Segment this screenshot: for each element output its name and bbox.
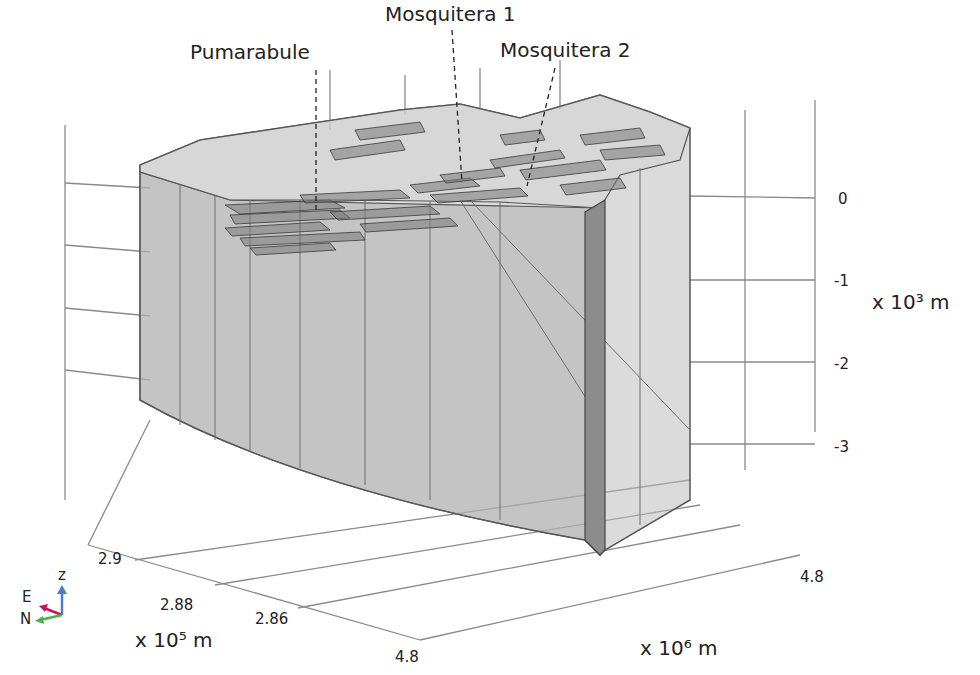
axis-unit: x 10³ m [872,290,950,314]
axis-unit: x 10⁶ m [640,636,718,660]
axis-tick: 4.8 [395,648,419,666]
axis-tick: 2.9 [98,550,122,568]
triad-label: z [58,566,66,584]
mine-label: Mosquitera 1 [385,2,516,26]
axis-tick: 0 [838,190,848,208]
axis-tick: -3 [834,438,849,456]
axis-tick: 2.86 [255,610,288,628]
axis-tick: 4.8 [800,568,824,586]
mine-label: Pumarabule [190,40,310,64]
axis-tick: -2 [834,355,849,373]
axis-unit: x 10⁵ m [135,628,213,652]
triad-label: E [22,588,31,606]
triad-label: N [20,610,31,628]
mine-label: Mosquitera 2 [500,38,631,62]
axis-tick: 2.88 [160,596,193,614]
axis-tick: -1 [834,272,849,290]
